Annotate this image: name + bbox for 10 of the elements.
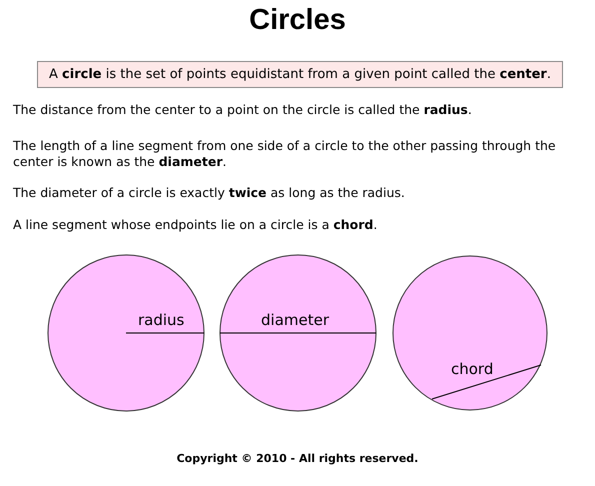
paragraph: The diameter of a circle is exactly twice as long as the radius. bbox=[13, 185, 406, 201]
copyright-notice: Copyright © 2010 - All rights reserved. bbox=[176, 452, 420, 465]
paragraph: A line segment whose endpoints lie on a circle is a chord. bbox=[13, 217, 378, 233]
paragraph: The length of a line segment from one side of a circle to the other passing through the center is known as the diameter. bbox=[13, 138, 557, 170]
paragraph: The distance from the center to a point on the circle is called the radius. bbox=[13, 102, 473, 118]
segment-label: chord bbox=[451, 360, 494, 378]
segment-label: diameter bbox=[261, 311, 329, 329]
segment-label: radius bbox=[138, 311, 184, 329]
definition-box: A circle is the set of points equidistant from a given point called the center. bbox=[37, 61, 563, 88]
title: Circles bbox=[248, 4, 347, 37]
